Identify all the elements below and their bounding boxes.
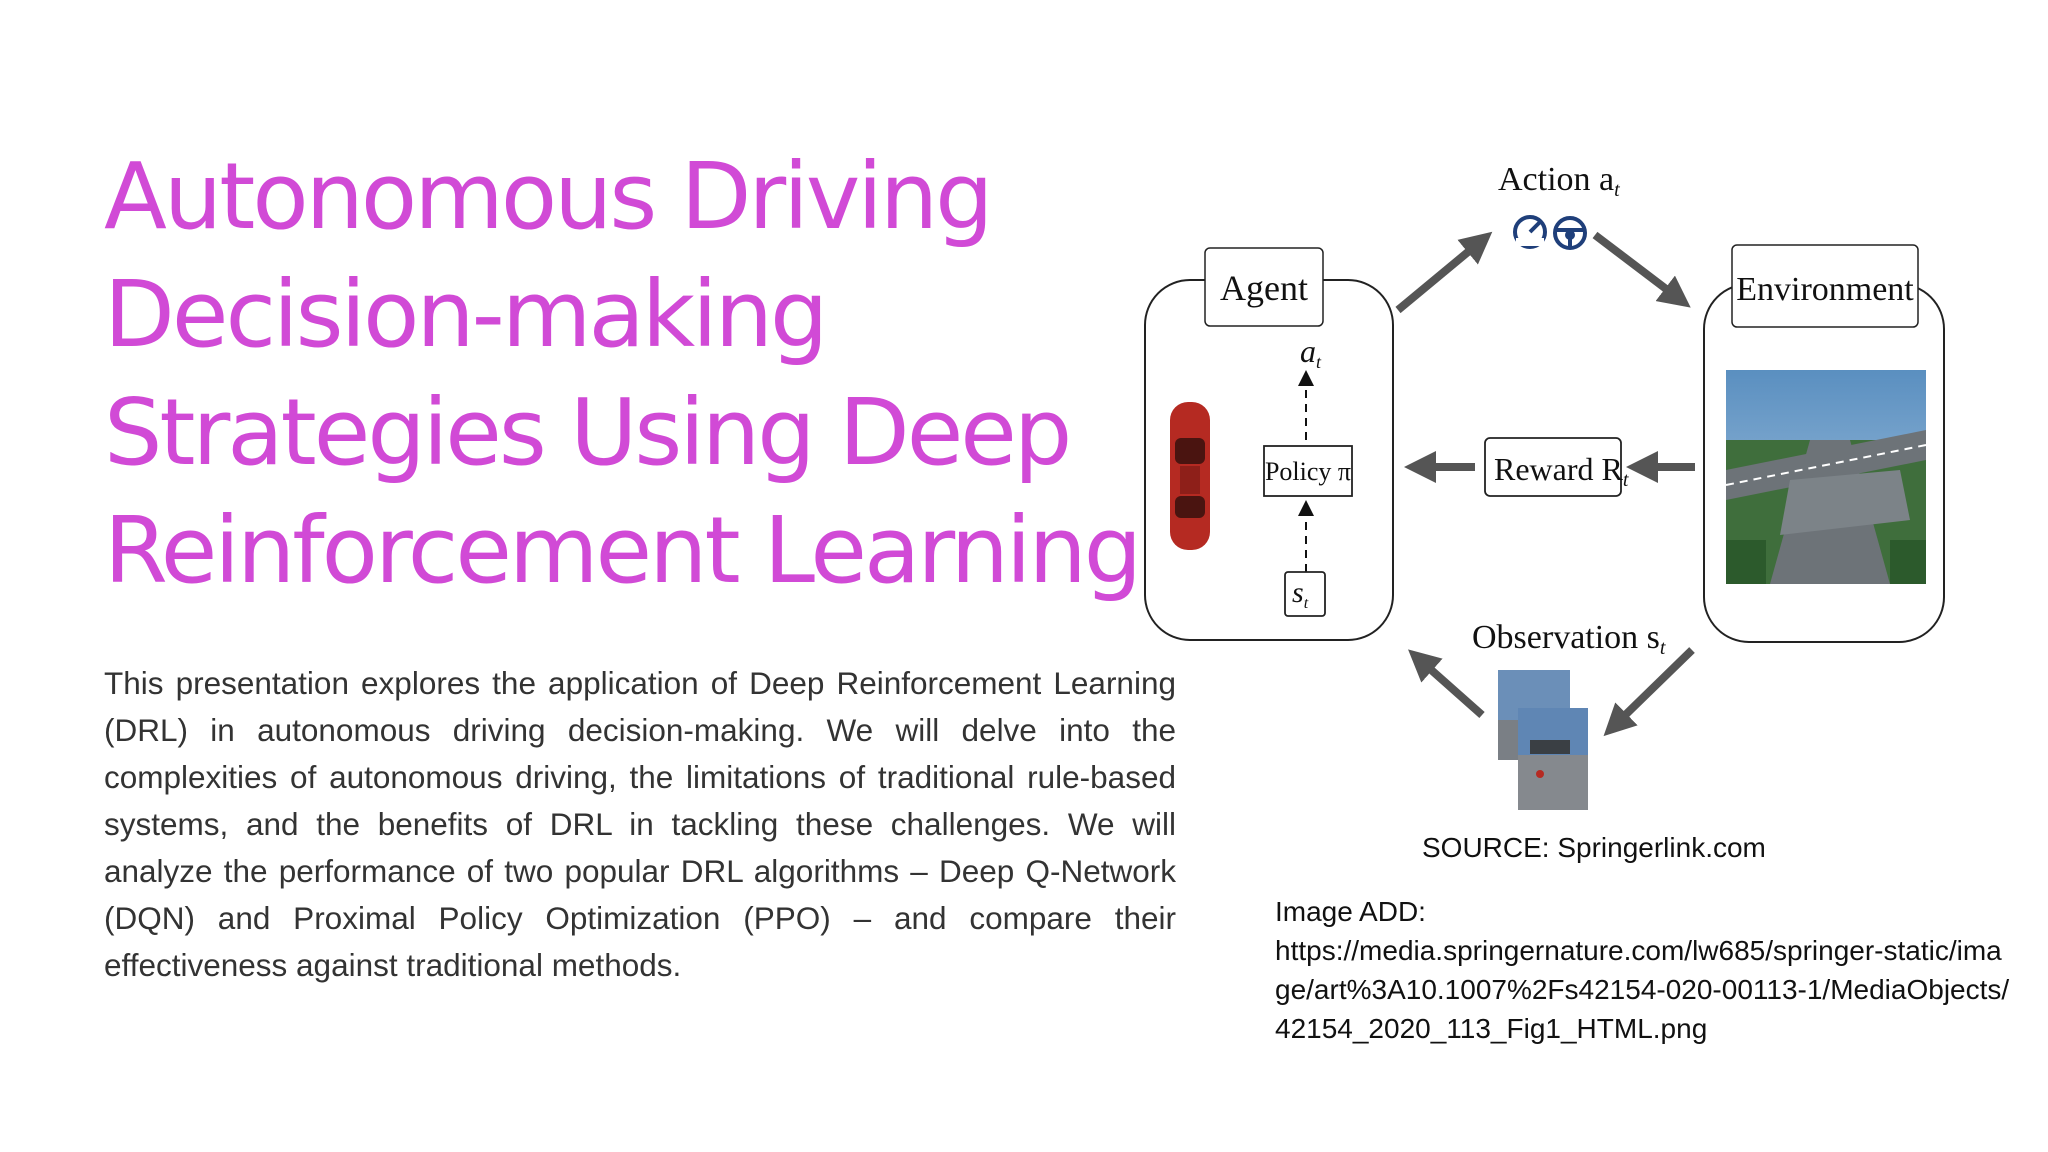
state-box bbox=[1284, 571, 1326, 617]
environment-to-observation-arrow bbox=[1603, 647, 1695, 737]
image-address-label: Image ADD: bbox=[1275, 896, 1426, 927]
reward-label: Reward Rt bbox=[1494, 451, 1629, 491]
environment-label: Environment bbox=[1736, 271, 1914, 308]
policy-box bbox=[1263, 445, 1353, 497]
observation-label: Observation st bbox=[1472, 619, 1666, 659]
image-address: Image ADD: https://media.springernature.… bbox=[1275, 892, 2048, 1048]
image-url-line-2: ge/art%3A10.1007%2Fs42154-020-00113-1/Me… bbox=[1275, 974, 2010, 1005]
observation-to-agent-arrow bbox=[1408, 649, 1485, 718]
title-line-1: Autonomous Driving bbox=[104, 143, 994, 250]
intersection-image bbox=[1725, 370, 1927, 584]
steering-wheel-icon bbox=[1553, 216, 1587, 250]
title-line-4: Reinforcement Learning bbox=[104, 497, 1142, 604]
title-line-2: Decision-making bbox=[104, 261, 828, 368]
source-caption: SOURCE: Springerlink.com bbox=[1422, 832, 1766, 863]
reward-box bbox=[1484, 437, 1622, 497]
policy-label: Policy π bbox=[1265, 457, 1351, 486]
body-paragraph: This presentation explores the applicati… bbox=[104, 665, 1176, 983]
image-url-line-3: 42154_2020_113_Fig1_HTML.png bbox=[1275, 1013, 1708, 1044]
agent-label: Agent bbox=[1220, 268, 1308, 308]
observation-images bbox=[1498, 670, 1588, 810]
rl-diagram: Agent at Policy π st Environment Action … bbox=[1144, 161, 1945, 810]
speedometer-icon bbox=[1513, 215, 1547, 249]
environment-label-box bbox=[1731, 244, 1919, 328]
agent-label-box bbox=[1204, 247, 1324, 327]
car-icon bbox=[1170, 402, 1210, 550]
agent-to-action-arrow bbox=[1395, 231, 1493, 314]
title-line-3: Strategies Using Deep bbox=[104, 379, 1072, 486]
s-t-label: st bbox=[1292, 576, 1309, 612]
action-label: Action at bbox=[1498, 161, 1620, 201]
image-url-line-1: https://media.springernature.com/lw685/s… bbox=[1275, 935, 2002, 966]
a-t-label: at bbox=[1300, 333, 1322, 372]
action-to-environment-arrow bbox=[1592, 231, 1691, 308]
slide-title: Autonomous Driving Decision-making Strat… bbox=[104, 138, 1164, 610]
